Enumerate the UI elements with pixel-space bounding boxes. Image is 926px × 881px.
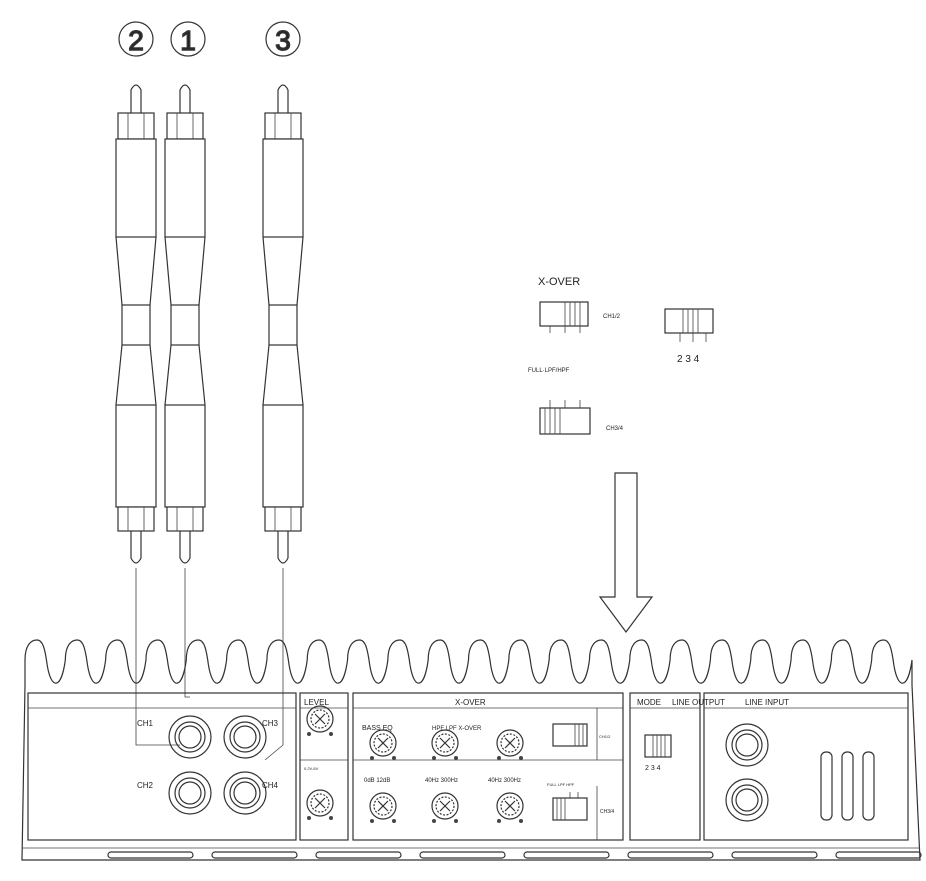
cable-number-1-label: 1 — [180, 25, 196, 56]
knob-3[interactable] — [369, 729, 397, 760]
mounting-slots — [107, 851, 922, 859]
knob-4[interactable] — [431, 729, 459, 760]
socket-ch4 — [223, 771, 267, 815]
rca-input-section — [27, 692, 297, 841]
rca-cable-2 — [164, 84, 206, 564]
inset-switch-positions — [664, 308, 714, 342]
control-knobs — [306, 705, 524, 823]
label-mode-positions: 2 3 4 — [645, 765, 661, 772]
cable-number-1: 1 — [170, 21, 206, 57]
inset-positions-label: 2 3 4 — [677, 354, 700, 365]
knob-2[interactable] — [306, 789, 334, 820]
knob-7[interactable] — [431, 792, 459, 823]
label-ch4: CH4 — [262, 781, 279, 790]
line-input-section — [703, 692, 909, 841]
knob-8[interactable] — [496, 792, 524, 823]
connection-wires — [135, 568, 284, 761]
socket-ch1 — [168, 715, 212, 759]
rca-cables — [115, 84, 304, 564]
inset-title: X-OVER — [538, 276, 580, 288]
label-range-hpf: 40Hz 300Hz — [425, 778, 458, 784]
knob-5[interactable] — [496, 729, 524, 760]
inset-ch34-label: CH3/4 — [606, 426, 624, 432]
label-range-lpf: 40Hz 300Hz — [488, 778, 521, 784]
knob-1[interactable] — [306, 705, 334, 736]
heatsink-fins — [24, 639, 913, 685]
label-line-input: LINE INPUT — [745, 698, 789, 707]
inset-mode-label: FULL·LPF/HPF — [528, 368, 570, 374]
xover-switch-ch34 — [552, 792, 588, 821]
rca-cable-3 — [262, 84, 304, 564]
cable-number-2-label: 2 — [128, 25, 144, 56]
mode-section — [629, 692, 701, 841]
label-hpf-lpf: HPF LPF X-OVER — [432, 726, 482, 732]
inset-switch-ch34 — [539, 400, 591, 435]
cable-number-3: 3 — [265, 21, 301, 57]
rca-cable-1 — [115, 84, 157, 564]
level-section — [299, 692, 349, 841]
label-mode: MODE — [637, 698, 661, 707]
socket-ch2 — [168, 771, 212, 815]
label-ch1: CH1 — [137, 719, 154, 728]
label-line-output: LINE OUTPUT — [672, 698, 725, 707]
socket-ch3 — [223, 715, 267, 759]
knob-6[interactable] — [369, 792, 397, 823]
amplifier-panel: CH1 CH3 CH2 CH4 LEVEL 0.2V-6V X-OVER BAS… — [21, 639, 922, 861]
label-ch2: CH2 — [137, 781, 154, 790]
label-bass-eq: BASS EQ — [362, 725, 393, 732]
label-xover: X-OVER — [455, 698, 486, 707]
socket-line-in-1 — [725, 723, 769, 767]
xover-inset: X-OVER CH1/2 2 3 4 FULL·LPF/HPF — [528, 276, 714, 435]
socket-line-in-2 — [725, 778, 769, 822]
xover-section — [352, 692, 624, 841]
label-ch3: CH3 — [262, 719, 279, 728]
cable-number-2: 2 — [118, 21, 154, 57]
label-sw-ch12: CH1/2 — [599, 734, 611, 739]
label-sw-ch34: CH3/4 — [600, 809, 614, 815]
label-full-lpf-hpf: FULL LPF HPF — [547, 782, 575, 787]
xover-switch-ch12 — [552, 723, 588, 747]
down-arrow-icon — [598, 472, 654, 634]
inset-switch-ch12 — [539, 301, 589, 333]
cable-number-3-label: 3 — [275, 25, 291, 56]
vent-slots — [820, 751, 875, 821]
inset-ch12-label: CH1/2 — [603, 314, 621, 320]
label-level-small: 0.2V-6V — [304, 766, 319, 771]
label-range-bass: 0dB 12dB — [364, 778, 390, 784]
label-level: LEVEL — [304, 698, 329, 707]
mode-switch — [644, 734, 672, 758]
